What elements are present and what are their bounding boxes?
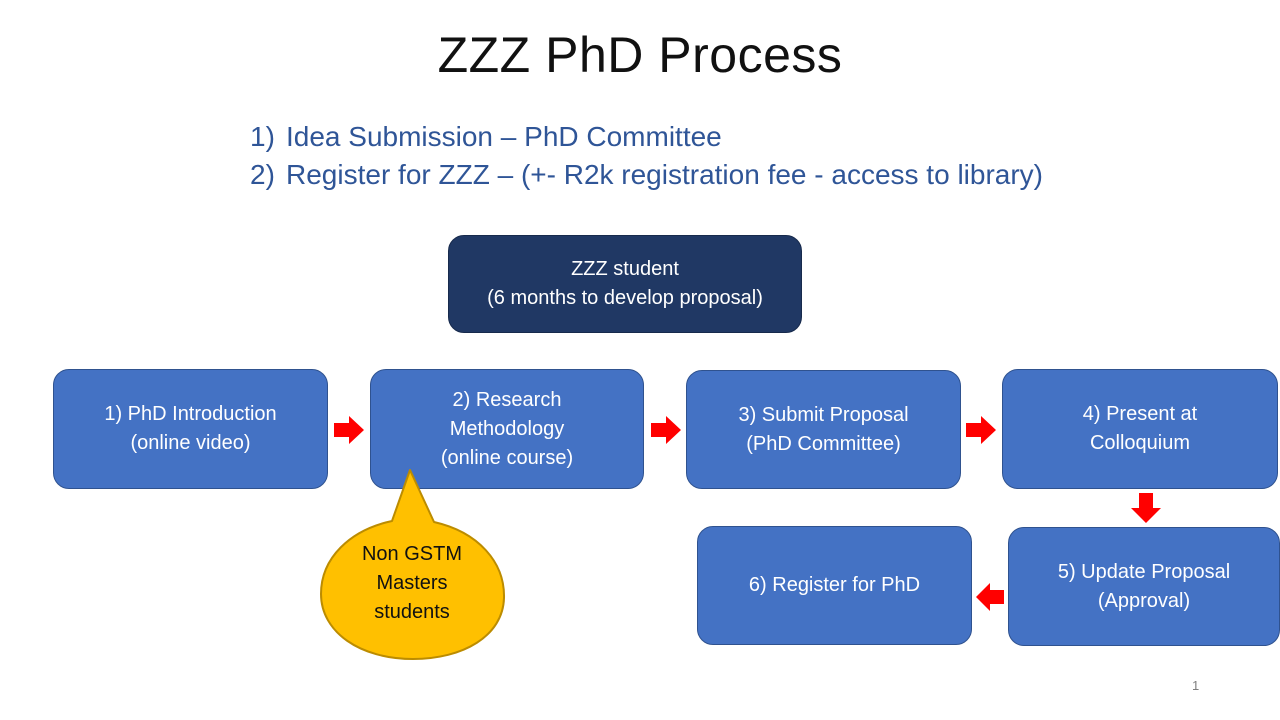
step-number: 1) [250, 121, 275, 152]
arrow-right-icon [334, 416, 364, 444]
zzz-student-box: ZZZ student (6 months to develop proposa… [448, 235, 802, 333]
callout-text: Non GSTM Masters students [361, 543, 463, 623]
arrow-left-icon [976, 583, 1004, 611]
callout-bubble-icon [320, 469, 506, 660]
submit-proposal-box: 3) Submit Proposal (PhD Committee) [686, 370, 961, 489]
research-methodology-box: 2) Research Methodology (online course) [370, 369, 644, 489]
present-colloquium-box: 4) Present at Colloquium [1002, 369, 1278, 489]
slide-title: ZZZ PhD Process [437, 27, 843, 83]
step-item: 1) Idea Submission – PhD Committee [250, 118, 1043, 156]
phd-introduction-box: 1) PhD Introduction (online video) [53, 369, 328, 489]
step-item: 2) Register for ZZZ – (+- R2k registratio… [250, 156, 1043, 194]
page-number: 1 [1192, 678, 1200, 693]
step-text: Register for ZZZ – (+- R2k registration … [286, 159, 1043, 190]
arrow-right-icon [966, 416, 996, 444]
steps-list: 1) Idea Submission – PhD Committee 2) Regi… [250, 118, 1043, 194]
arrow-right-icon [651, 416, 681, 444]
step-number: 2) [250, 159, 275, 190]
register-phd-box: 6) Register for PhD [697, 526, 972, 645]
step-text: Idea Submission – PhD Committee [286, 121, 722, 152]
arrow-down-icon [1131, 493, 1161, 523]
update-proposal-box: 5) Update Proposal (Approval) [1008, 527, 1280, 646]
